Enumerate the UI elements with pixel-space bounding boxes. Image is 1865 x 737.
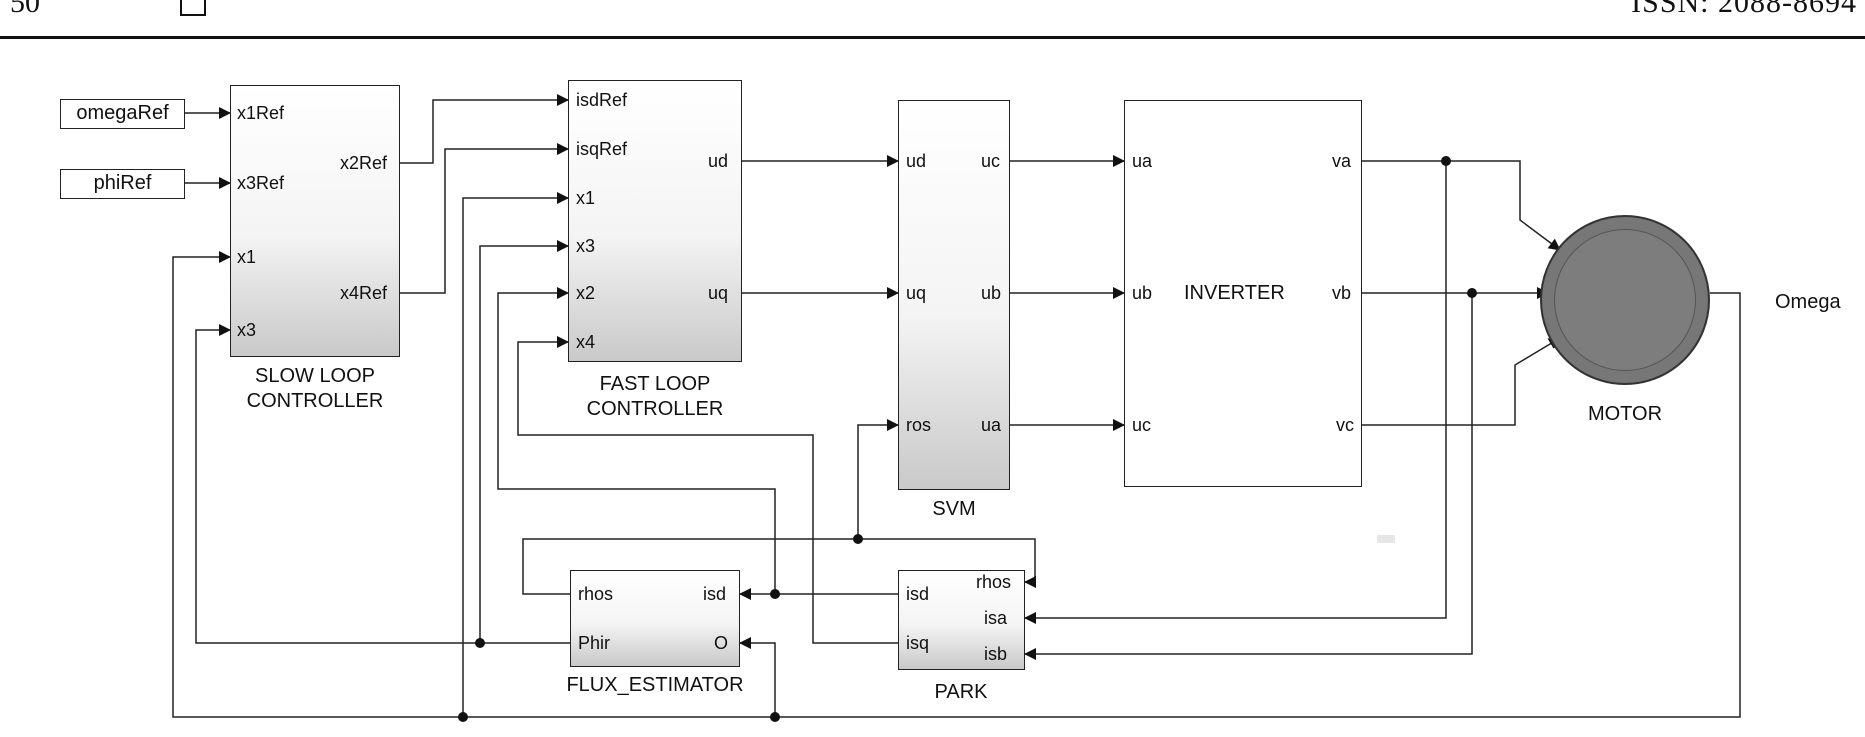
slow-output-x2ref: x2Ref [340,153,388,173]
inverter-input-ub: ub [1132,283,1153,303]
flux-input-rhos: rhos [578,584,614,604]
park-input-isq: isq [906,633,930,653]
slow-loop-controller-block[interactable] [230,85,400,357]
inverter-output-va: va [1332,151,1352,171]
motor-output-omega: Omega [1775,291,1841,313]
inverter-input-ua: ua [1132,151,1153,171]
svm-output-uc: uc [981,151,1001,171]
fast-input-x2: x2 [576,283,596,303]
flux-estimator-caption: FLUX_ESTIMATOR [566,674,744,696]
slow-input-x1: x1 [237,247,257,267]
flux-output-o: O [714,633,729,653]
fast-loop-caption-text: FAST LOOP CONTROLLER [586,373,724,420]
inverter-output-vb: vb [1332,283,1352,303]
inverter-title: INVERTER [1184,282,1285,304]
issn-header: ISSN: 2088-8694 [1631,0,1857,19]
inverter-output-vc: vc [1336,415,1354,435]
svm-block[interactable] [898,100,1010,490]
fast-input-x1: x1 [576,188,596,208]
fast-loop-caption: FAST LOOP CONTROLLER [555,372,755,422]
svm-output-ua: ua [981,415,1002,435]
flux-estimator-block[interactable] [570,570,740,667]
svm-input-uq: uq [906,283,927,303]
slow-input-x3: x3 [237,320,257,340]
fast-input-x4: x4 [576,332,596,352]
svm-caption: SVM [932,498,976,520]
svm-input-ros: ros [906,415,932,435]
fast-output-uq: uq [708,283,729,303]
inverter-block[interactable] [1124,100,1362,487]
flux-output-isd: isd [703,584,727,604]
motor-rotor-icon [1554,229,1696,371]
phi-ref-constant[interactable]: phiRef [60,169,185,199]
slow-loop-caption-text: SLOW LOOP CONTROLLER [246,365,384,412]
park-block[interactable] [898,570,1025,670]
flux-input-phir: Phir [578,633,611,653]
park-output-isa: isa [984,608,1008,628]
slow-input-x3ref: x3Ref [237,173,285,193]
svm-input-ud: ud [906,151,927,171]
stray-mark [1377,535,1395,543]
fast-input-x3: x3 [576,236,596,256]
motor-caption: MOTOR [1587,403,1663,425]
park-output-isb: isb [984,644,1008,664]
motor-block[interactable] [1540,215,1710,385]
end-mark-icon [180,0,206,16]
header-rule [0,36,1865,39]
park-input-isd: isd [906,584,930,604]
slow-input-x1ref: x1Ref [237,103,285,123]
page-number: 50 [10,0,40,19]
inverter-input-uc: uc [1132,415,1152,435]
fast-output-ud: ud [708,151,729,171]
fast-input-isdref: isdRef [576,90,628,110]
fast-input-isqref: isqRef [576,139,628,159]
svm-output-ub: ub [981,283,1002,303]
park-output-rhos: rhos [976,572,1012,592]
park-caption: PARK [934,681,988,703]
slow-output-x4ref: x4Ref [340,283,388,303]
slow-loop-caption: SLOW LOOP CONTROLLER [215,364,415,414]
fast-loop-controller-block[interactable] [568,80,742,362]
omega-ref-constant[interactable]: omegaRef [60,99,185,129]
